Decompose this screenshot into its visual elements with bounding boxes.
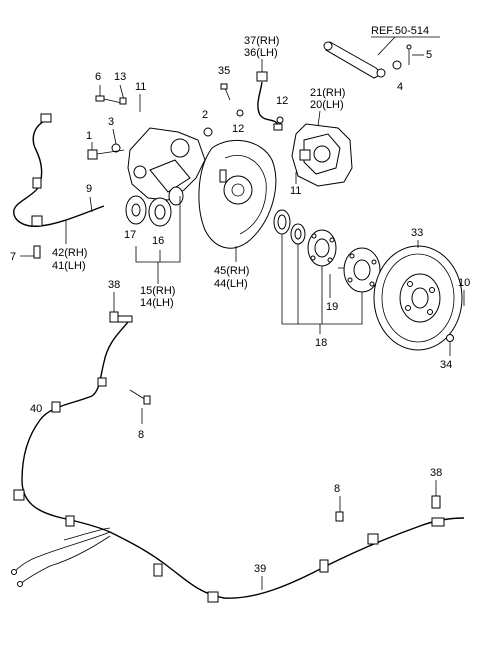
callout-8a: 8 [138, 429, 144, 441]
reference-leader [377, 36, 396, 56]
leader-bracket-18 [281, 234, 363, 325]
rear-knuckle [127, 127, 206, 201]
bolt-part-9 [89, 196, 93, 213]
bolt-part-13 [119, 84, 127, 105]
callout-19: 19 [326, 301, 338, 313]
nut-part-4 [392, 60, 402, 70]
callout-12b: 12 [232, 123, 244, 135]
callout-5: 5 [426, 49, 432, 61]
callout-14: 14(LH) [140, 297, 174, 309]
bolt-part-1 [87, 142, 125, 160]
callout-10: 10 [458, 277, 470, 289]
callout-7: 7 [10, 251, 16, 263]
callout-4: 4 [397, 81, 403, 93]
hub-flange [307, 229, 337, 267]
callout-34: 34 [440, 359, 452, 371]
callout-17: 17 [124, 229, 136, 241]
callout-8b: 8 [334, 483, 340, 495]
bolt-part-8b [335, 511, 344, 522]
callout-6: 6 [95, 71, 101, 83]
pin-part-5 [406, 44, 412, 65]
callout-11b: 11 [290, 185, 301, 197]
bolt-part-6 [95, 85, 123, 104]
callout-33: 33 [411, 227, 423, 239]
callout-37: 37(RH) [244, 35, 279, 47]
callout-15: 15(RH) [140, 285, 175, 297]
callout-21: 21(RH) [310, 87, 345, 99]
callout-18: 18 [315, 337, 327, 349]
bushing-part-17 [125, 195, 147, 225]
brake-hose [256, 71, 283, 131]
callout-13: 13 [114, 71, 126, 83]
nut-part-2 [203, 127, 213, 137]
callout-36: 36(LH) [244, 47, 278, 59]
callout-16: 16 [152, 235, 164, 247]
callout-41: 41(LH) [52, 260, 86, 272]
bolt-part-8a [129, 389, 151, 405]
callout-35: 35 [218, 65, 230, 77]
brake-caliper [291, 123, 353, 187]
callout-1: 1 [86, 130, 92, 142]
cable-bracket-38b [431, 495, 441, 509]
washer-part-12 [276, 116, 284, 124]
parking-cable-39 [109, 517, 465, 603]
bearing [290, 223, 306, 245]
callout-3: 3 [108, 116, 114, 128]
leader-20 [317, 110, 321, 127]
bolt-part-35 [220, 83, 231, 101]
cable-ends [11, 527, 111, 587]
brake-backing-plate [198, 139, 277, 249]
callout-20: 20(LH) [310, 99, 344, 111]
abs-sensor-cable [13, 113, 105, 227]
callout-11a: 11 [135, 81, 146, 93]
callout-2: 2 [202, 109, 208, 121]
sensor-clip [33, 245, 41, 259]
oil-seal [273, 209, 291, 235]
nut-part-34 [446, 334, 454, 342]
wheel-hub [343, 247, 381, 293]
callout-42: 42(RH) [52, 247, 87, 259]
reference-label: REF.50-514 [371, 25, 429, 37]
callout-44: 44(LH) [214, 278, 248, 290]
callout-39: 39 [254, 563, 266, 575]
cable-bracket-38a [109, 311, 133, 323]
bushing-part-16 [148, 186, 184, 227]
brake-disc [373, 245, 463, 351]
parking-cable-40 [13, 321, 129, 533]
callout-9: 9 [86, 183, 92, 195]
callout-38a: 38 [108, 279, 120, 291]
callout-12a: 12 [276, 95, 288, 107]
leader-3 [112, 128, 117, 145]
washer-part-12b [236, 109, 244, 117]
upper-control-arm [323, 41, 386, 79]
callout-45: 45(RH) [214, 265, 249, 277]
callout-38b: 38 [430, 467, 442, 479]
callout-40: 40 [30, 403, 42, 415]
